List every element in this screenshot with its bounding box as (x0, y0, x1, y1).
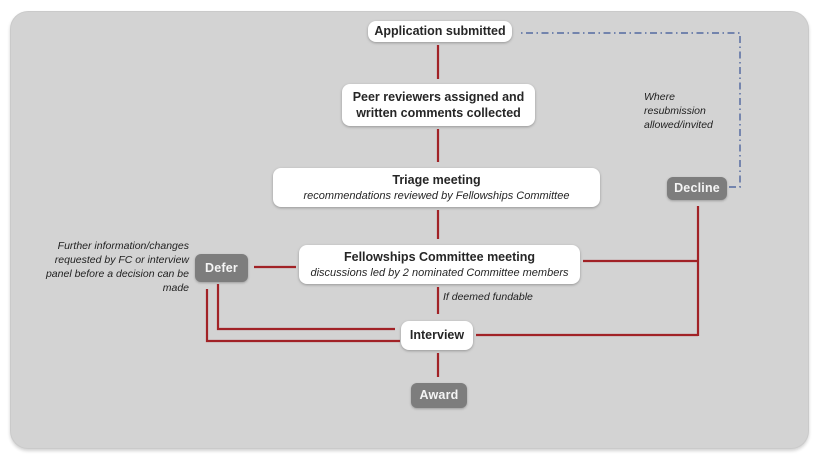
node-application-label: Application submitted (374, 24, 506, 39)
node-decline-label: Decline (674, 181, 720, 196)
node-interview-label: Interview (409, 328, 465, 343)
node-peer-reviewers: Peer reviewers assigned and written comm… (342, 84, 535, 126)
node-interview: Interview (401, 321, 473, 350)
node-fc-subtitle: discussions led by 2 nominated Committee… (310, 266, 569, 279)
node-triage-title: Triage meeting (392, 172, 481, 187)
node-defer: Defer (195, 254, 248, 282)
node-peer-line1: Peer reviewers assigned and (352, 89, 525, 104)
node-fellowships-committee-meeting: Fellowships Committee meeting discussion… (299, 245, 580, 284)
node-award-label: Award (419, 388, 459, 403)
annotation-if-deemed-fundable: If deemed fundable (443, 291, 533, 303)
node-decline: Decline (667, 177, 727, 200)
node-defer-label: Defer (205, 260, 238, 275)
node-peer-line2: written comments collected (356, 106, 521, 120)
annotation-defer-note: Further information/changes requested by… (45, 240, 189, 294)
node-triage-meeting: Triage meeting recommendations reviewed … (273, 168, 600, 207)
node-application-submitted: Application submitted (368, 21, 512, 42)
node-fc-title: Fellowships Committee meeting (343, 249, 535, 264)
diagram-canvas (10, 11, 809, 449)
node-award: Award (411, 383, 467, 408)
node-triage-subtitle: recommendations reviewed by Fellowships … (303, 189, 570, 202)
annotation-resubmission-note: Where resubmission allowed/invited (644, 91, 713, 131)
